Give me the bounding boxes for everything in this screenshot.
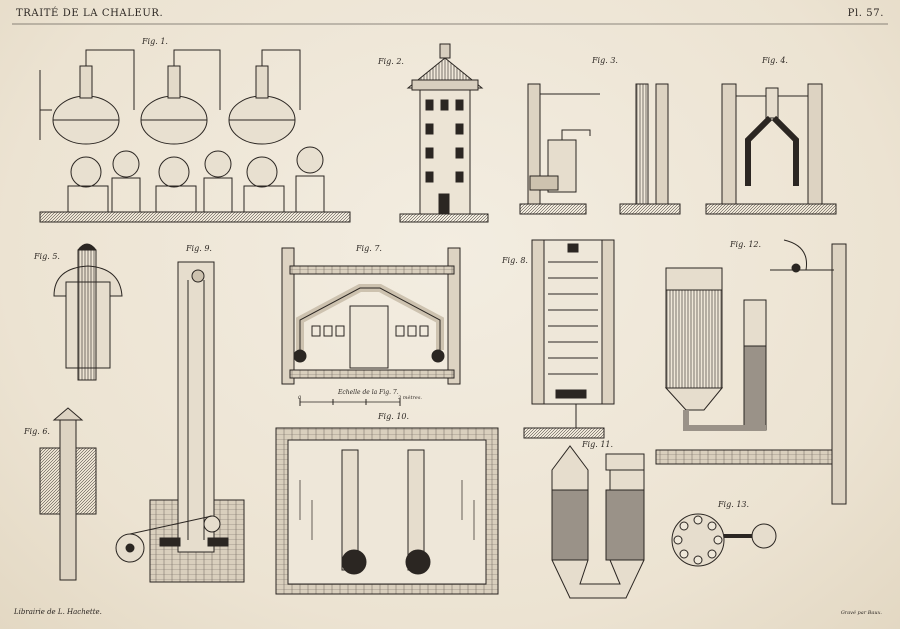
still-n-body bbox=[112, 150, 140, 178]
fig-1-floor bbox=[39, 211, 351, 223]
fig-7-furnace bbox=[281, 247, 461, 406]
fig-2-label: Fig. 2. bbox=[378, 57, 404, 66]
fig-10-label: Fig. 10. bbox=[378, 412, 410, 421]
scale-caption: Echelle de la Fig. 7. bbox=[338, 389, 399, 396]
fig-5-chimney-cap bbox=[53, 243, 123, 381]
engraver-credit: Gravé par Baux. bbox=[840, 610, 882, 616]
fig-2-tower bbox=[399, 43, 489, 223]
plate-number: Pl. 57. bbox=[847, 8, 884, 19]
fig-4-label: Fig. 4. bbox=[762, 56, 788, 65]
fig-1-label: Fig. 1. bbox=[142, 37, 168, 46]
fig-3-label: Fig. 3. bbox=[592, 56, 618, 65]
plate-title: TRAITÉ DE LA CHALEUR. bbox=[16, 8, 164, 19]
scale-end: 3 mètres. bbox=[398, 395, 422, 401]
fig-9-label: Fig. 9. bbox=[186, 244, 212, 253]
fig-3-apparatus bbox=[519, 83, 681, 215]
fig-13-grate bbox=[671, 513, 777, 567]
fig-13-label: Fig. 13. bbox=[718, 500, 750, 509]
fig-1-stills bbox=[39, 49, 351, 223]
publisher-credit: Librairie de L. Hachette. bbox=[14, 608, 102, 616]
fig-9-flue bbox=[115, 261, 245, 583]
fig-10-kiln bbox=[275, 427, 499, 595]
fig-12-apparatus bbox=[655, 239, 847, 505]
still-g-body bbox=[70, 156, 102, 188]
fig-8-tube-boiler bbox=[523, 239, 615, 439]
fig-12-label: Fig. 12. bbox=[730, 240, 762, 249]
fig-5-label: Fig. 5. bbox=[34, 252, 60, 261]
fig-4-apparatus bbox=[705, 83, 837, 215]
fig-7-label: Fig. 7. bbox=[356, 244, 382, 253]
fig-8-label: Fig. 8. bbox=[502, 256, 528, 265]
fig-11-vessels bbox=[551, 445, 645, 599]
fig-11-label: Fig. 11. bbox=[582, 440, 614, 449]
fig-6-label: Fig. 6. bbox=[24, 427, 50, 436]
fig-6-chimney-pipe bbox=[39, 407, 97, 581]
